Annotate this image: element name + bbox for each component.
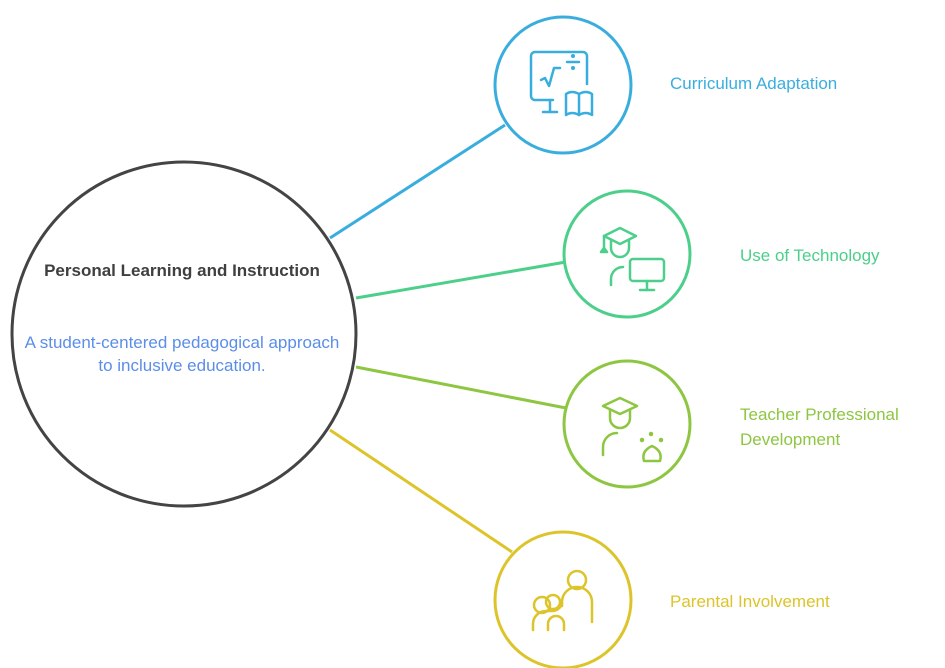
center-circle [10, 160, 358, 508]
label-teacher-professional-development: Teacher Professional Development [740, 405, 899, 449]
curriculum-math-book-icon [529, 50, 594, 117]
parent-child-icon [531, 569, 594, 632]
node-technology [562, 189, 692, 319]
graduate-computer-icon [599, 226, 666, 292]
label-use-of-technology: Use of Technology [740, 246, 880, 265]
connector-curriculum [329, 123, 506, 240]
node-curriculum [493, 15, 633, 155]
center-description: A student-centered pedagogical approach … [24, 333, 340, 375]
connector-teacher [355, 365, 567, 410]
node-teacher [562, 359, 692, 489]
center-title: Personal Learning and Instruction [44, 261, 320, 280]
label-curriculum-adaptation: Curriculum Adaptation [670, 74, 838, 93]
connector-technology [355, 260, 567, 300]
node-parental [493, 530, 633, 668]
teacher-growth-icon [601, 396, 664, 463]
connector-parental [329, 428, 513, 554]
label-parental-involvement: Parental Involvement [670, 592, 830, 611]
